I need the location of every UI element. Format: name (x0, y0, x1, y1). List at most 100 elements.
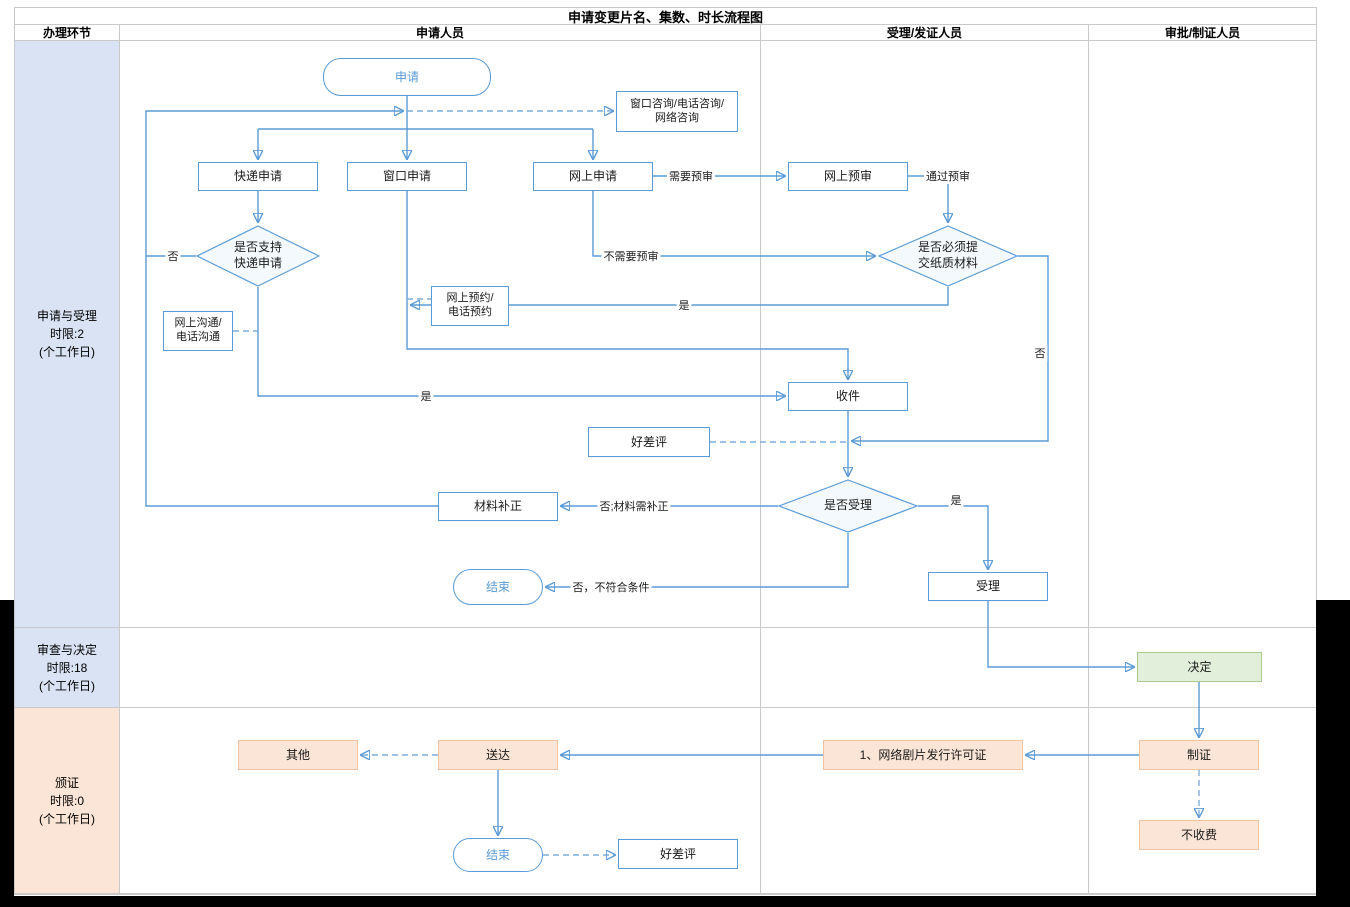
node-label: 是否受理 (823, 498, 872, 513)
node-receive: 收件 (788, 382, 908, 411)
node-consult: 窗口咨询/电话咨询/ 网络咨询 (616, 91, 738, 132)
node-appointment: 网上预约/ 电话预约 (431, 286, 509, 326)
node-label: 申请 (394, 69, 419, 84)
background-left-strip (0, 600, 14, 907)
decision-text: 是否受理 (824, 498, 872, 514)
node-online-apply: 网上申请 (533, 162, 653, 191)
node-label: 制证 (1186, 747, 1211, 762)
node-correction: 材料补正 (438, 492, 558, 521)
node-label: 网上沟通/ (174, 317, 222, 330)
edge-label-yes-accept: 是 (948, 492, 964, 508)
node-label: 交纸质材料 (917, 256, 978, 270)
lane-acceptor-row3 (761, 708, 1089, 894)
column-header-approver: 审批/制证人员 (1089, 25, 1317, 41)
flowchart-table: 申请变更片名、集数、时长流程图 办理环节 申请人员 受理/发证人员 审批/制证人… (14, 7, 1317, 895)
node-label: 决定 (1187, 659, 1212, 674)
node-window-apply: 窗口申请 (347, 162, 467, 191)
node-label: 网上预约/ (446, 292, 494, 305)
edge-online-no-preview (592, 191, 875, 256)
node-label: 不收费 (1180, 827, 1217, 842)
decision-support-express: 是否支持 快递申请 (196, 225, 320, 287)
node-label: 快递申请 (233, 256, 282, 270)
node-label: 窗口申请 (382, 169, 431, 183)
node-label: 1、网络剧片发行许可证 (859, 747, 987, 762)
node-online-preview: 网上预审 (788, 162, 908, 191)
edge-label-pass-preview: 通过预审 (924, 168, 972, 184)
node-label: 结束 (485, 579, 510, 594)
node-accept: 受理 (928, 572, 1048, 601)
node-label: 其他 (285, 747, 310, 762)
node-other: 其他 (238, 740, 358, 770)
node-label: 材料补正 (473, 499, 522, 513)
decision-accept: 是否受理 (778, 479, 918, 533)
decision-text: 是否必须提 交纸质材料 (918, 240, 978, 271)
edge-paper-no (852, 255, 1049, 441)
column-header-applicant: 申请人员 (120, 25, 761, 41)
chart-title: 申请变更片名、集数、时长流程图 (15, 8, 1317, 25)
edge-paper-yes (411, 287, 949, 305)
lane-approver-row1 (1089, 41, 1317, 628)
lane-applicant-row2 (120, 628, 761, 708)
node-deliver: 送达 (438, 740, 558, 770)
node-express-apply: 快递申请 (198, 162, 318, 191)
edge-support-yes-to-receive (257, 287, 785, 396)
diamond-shape (196, 225, 320, 287)
background-bottom-strip (0, 896, 1350, 907)
stage-cell-review-decide: 审查与决定 时限:18 (个工作日) (15, 628, 120, 708)
decision-paper-required: 是否必须提 交纸质材料 (878, 225, 1018, 287)
node-label: 电话沟通 (176, 331, 220, 343)
node-label: 好差评 (659, 846, 696, 861)
edge-correction-loop (145, 111, 438, 507)
node-label: 电话预约 (448, 306, 492, 318)
stage-label-line: 颁证 (54, 775, 79, 790)
stage-cell-certify: 颁证 时限:0 (个工作日) (15, 708, 120, 894)
node-no-fee: 不收费 (1139, 820, 1259, 850)
lane-acceptor-row1 (761, 41, 1089, 628)
node-label: 是否必须提 (917, 240, 978, 255)
node-make-cert: 制证 (1139, 740, 1259, 770)
node-label: 网络咨询 (655, 111, 699, 124)
stage-label-line: 时限:0 (49, 793, 84, 808)
edge-label-no-paper: 否 (1032, 345, 1048, 361)
stage-label-line: 申请与受理 (36, 309, 97, 323)
node-rating-bottom: 好差评 (618, 839, 738, 869)
edge-label-need-preview: 需要预审 (667, 168, 715, 184)
node-label: 受理 (975, 579, 1000, 593)
stage-cell-apply-accept: 申请与受理 时限:2 (个工作日) (15, 41, 120, 628)
decision-text: 是否支持 快递申请 (234, 240, 282, 271)
column-header-acceptor: 受理/发证人员 (761, 25, 1089, 41)
node-end-top: 结束 (453, 569, 543, 605)
node-label: 网上申请 (568, 169, 617, 183)
node-label: 快递申请 (233, 169, 282, 183)
node-label: 好差评 (630, 434, 667, 449)
edge-label-need-fix: 否;材料需补正 (597, 498, 671, 514)
edge-label-no-preview: 不需要预审 (601, 248, 661, 264)
edge-label-not-qualified: 否，不符合条件 (570, 579, 652, 595)
node-communicate: 网上沟通/ 电话沟通 (163, 311, 233, 351)
stage-label-line: (个工作日) (39, 345, 95, 359)
node-label: 结束 (485, 847, 510, 862)
node-start-apply: 申请 (323, 58, 491, 96)
stage-label-line: 时限:2 (49, 327, 84, 341)
stage-label-line: 时限:18 (46, 660, 88, 675)
node-rating-top: 好差评 (588, 427, 710, 457)
stage-label-line: (个工作日) (39, 678, 95, 693)
node-label: 网上预审 (823, 169, 872, 183)
node-label: 送达 (485, 747, 510, 762)
node-label: 收件 (835, 389, 860, 403)
edge-label-no-support: 否 (165, 248, 181, 264)
diamond-shape (878, 225, 1018, 287)
node-end-bottom: 结束 (453, 838, 543, 872)
column-header-stage: 办理环节 (15, 25, 120, 41)
stage-label-line: (个工作日) (39, 811, 95, 826)
stage-label-line: 审查与决定 (36, 642, 97, 657)
lane-approver-row3 (1089, 708, 1317, 894)
edge-acceptq-yes (918, 505, 988, 569)
edge-label-yes-paper: 是 (676, 297, 692, 313)
edge-accept-to-decide (987, 601, 1134, 667)
node-label: 窗口咨询/电话咨询/ (629, 97, 725, 110)
flow-connectors (145, 96, 1318, 896)
diamond-shape (778, 479, 918, 533)
background-right-strip (1316, 600, 1350, 907)
